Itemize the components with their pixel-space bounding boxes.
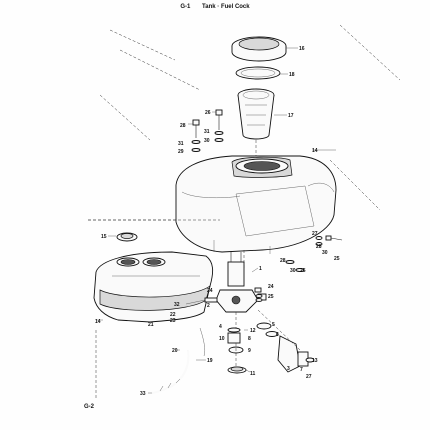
- label-17: 17: [288, 113, 294, 119]
- label-28b: 28: [316, 244, 322, 250]
- filler-strainer: [237, 88, 275, 160]
- label-14b: 14: [95, 319, 101, 325]
- label-3: 3: [287, 366, 290, 372]
- label-25b: 25: [300, 268, 306, 274]
- leader-lines: [96, 47, 336, 394]
- label-13: 13: [312, 358, 318, 364]
- page-header: G-1 Tank · Fuel Cock: [0, 4, 430, 10]
- label-25: 25: [334, 256, 340, 262]
- sediment-parts: [256, 309, 315, 373]
- label-4: 4: [219, 324, 222, 330]
- label-1: 1: [259, 266, 262, 272]
- label-11: 11: [250, 371, 256, 377]
- label-31b: 31: [178, 141, 184, 147]
- label-2: 2: [207, 303, 210, 309]
- fuel-hose: [151, 327, 205, 394]
- label-30b: 30: [322, 250, 328, 256]
- label-28c: 28: [280, 258, 286, 264]
- label-23: 23: [170, 318, 176, 324]
- label-32: 32: [174, 302, 180, 308]
- label-30: 30: [204, 138, 210, 144]
- label-9: 9: [248, 348, 251, 354]
- label-12: 12: [250, 328, 256, 334]
- label-8: 8: [248, 336, 251, 342]
- fuel-tank: [175, 155, 337, 270]
- label-14: 14: [312, 148, 318, 154]
- label-19: 19: [207, 358, 213, 364]
- label-26: 26: [205, 110, 211, 116]
- part-labels: 16 18 17 26 28 31 30 31 29 14 15 14 32 2…: [95, 46, 340, 397]
- label-22: 22: [170, 312, 176, 318]
- label-15: 15: [101, 234, 107, 240]
- mount-bolts-upper: [191, 109, 224, 152]
- cap-gasket: [235, 66, 281, 80]
- label-30c: 30: [290, 268, 296, 274]
- label-5: 5: [272, 322, 275, 328]
- label-33: 33: [140, 391, 146, 397]
- cock-bolts: [254, 287, 263, 302]
- section-title: Tank · Fuel Cock: [202, 4, 250, 10]
- label-16: 16: [299, 46, 305, 52]
- page-footer: G-2: [84, 404, 95, 410]
- mount-bolts-right: [285, 235, 343, 272]
- label-28: 28: [180, 123, 186, 129]
- label-10: 10: [219, 336, 225, 342]
- label-21: 21: [148, 322, 154, 328]
- fuel-cock-assembly: [204, 252, 267, 374]
- label-7: 7: [300, 367, 303, 373]
- label-29: 29: [178, 149, 184, 155]
- label-24: 24: [268, 284, 274, 290]
- label-27b: 27: [306, 374, 312, 380]
- label-20: 20: [172, 348, 178, 354]
- filler-cap: [231, 36, 287, 62]
- label-25c: 25: [268, 294, 274, 300]
- label-6: 6: [276, 332, 279, 338]
- label-18: 18: [289, 72, 295, 78]
- label-31: 31: [204, 129, 210, 135]
- label-24b: 24: [207, 288, 213, 294]
- section-code: G-1: [180, 4, 191, 10]
- label-27: 27: [312, 231, 318, 237]
- tank-variant-panel: [88, 219, 220, 323]
